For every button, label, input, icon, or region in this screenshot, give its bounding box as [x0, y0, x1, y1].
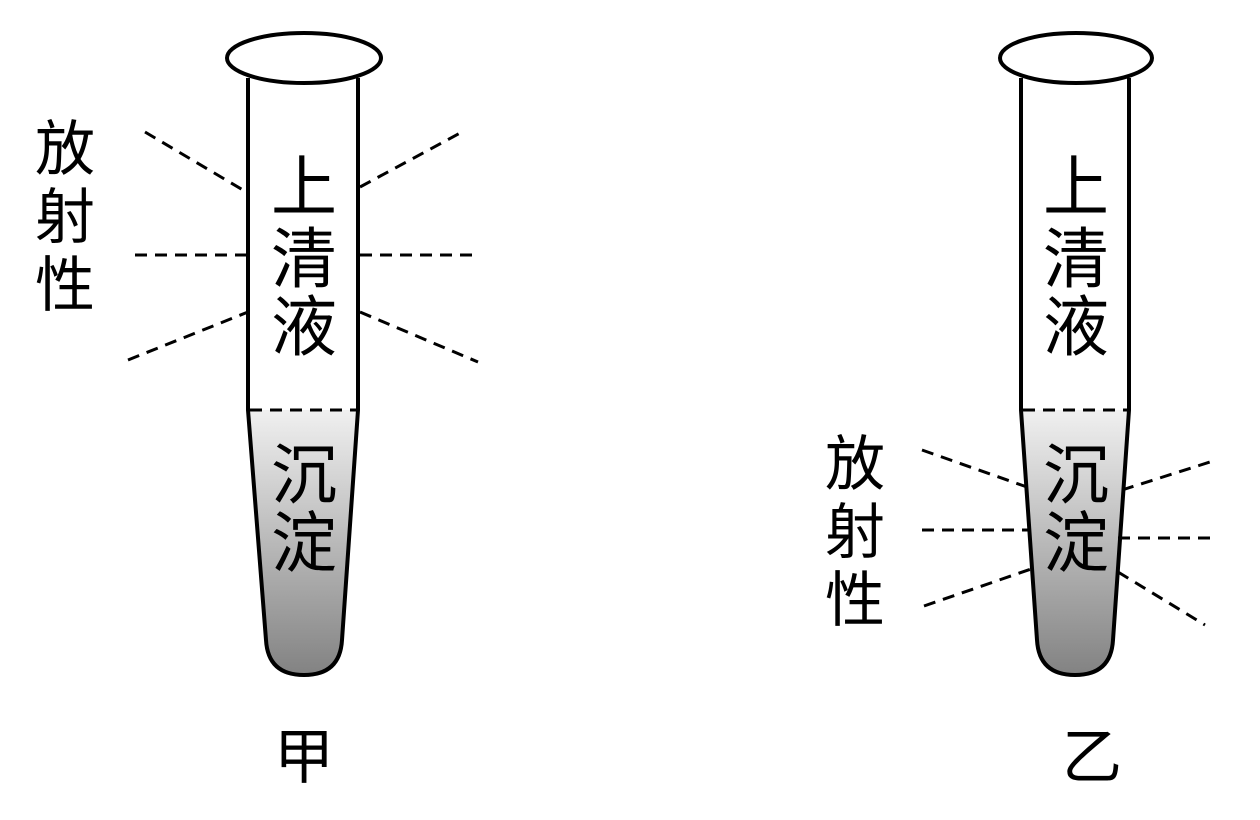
supernatant-char: 上	[1043, 149, 1109, 226]
ray-line	[127, 310, 249, 362]
radioactivity-char: 射	[825, 498, 885, 568]
tube-mouth	[225, 31, 383, 85]
tube-outline	[246, 78, 360, 678]
supernatant-char: 清	[1043, 221, 1109, 298]
supernatant-char: 液	[1043, 289, 1109, 366]
tube-yi: 上 清 液 沉 淀 放 射 性 乙	[825, 31, 1218, 793]
radiation-rays	[921, 448, 1218, 627]
supernatant-char: 上	[271, 149, 337, 226]
precipitate-char: 沉	[1043, 437, 1109, 514]
precipitate-char: 淀	[1043, 505, 1109, 582]
radioactivity-label: 放 射 性	[35, 115, 95, 321]
supernatant-char: 液	[271, 289, 337, 366]
precipitate-fill	[1021, 410, 1129, 675]
tube-caption: 乙	[1062, 723, 1122, 793]
tube-outline	[1019, 78, 1131, 678]
precipitate-label: 沉 淀	[1043, 437, 1109, 582]
supernatant-char: 清	[271, 221, 337, 298]
tube-jia: 上 清 液 沉 淀 放 射 性 甲	[35, 31, 479, 793]
precipitate-char: 沉	[271, 437, 337, 514]
tube-mouth	[998, 31, 1154, 85]
ray-line	[359, 130, 463, 189]
radioactivity-char: 放	[35, 115, 95, 185]
ray-line	[1117, 570, 1206, 627]
radioactivity-label: 放 射 性	[825, 430, 885, 636]
radiation-rays	[127, 130, 479, 364]
radioactivity-char: 性	[35, 251, 95, 321]
precipitate-char: 淀	[271, 505, 337, 582]
ray-line	[144, 130, 249, 195]
radioactivity-char: 放	[825, 430, 885, 500]
radioactivity-char: 性	[825, 566, 885, 636]
tube-caption: 甲	[274, 723, 334, 793]
ray-line	[923, 566, 1035, 608]
radioactivity-char: 射	[35, 183, 95, 253]
ray-line	[359, 310, 479, 364]
ray-line	[1121, 460, 1211, 492]
ray-line	[921, 448, 1028, 489]
supernatant-label: 上 清 液	[1043, 149, 1109, 366]
precipitate-label: 沉 淀	[271, 437, 337, 582]
supernatant-label: 上 清 液	[271, 149, 337, 366]
